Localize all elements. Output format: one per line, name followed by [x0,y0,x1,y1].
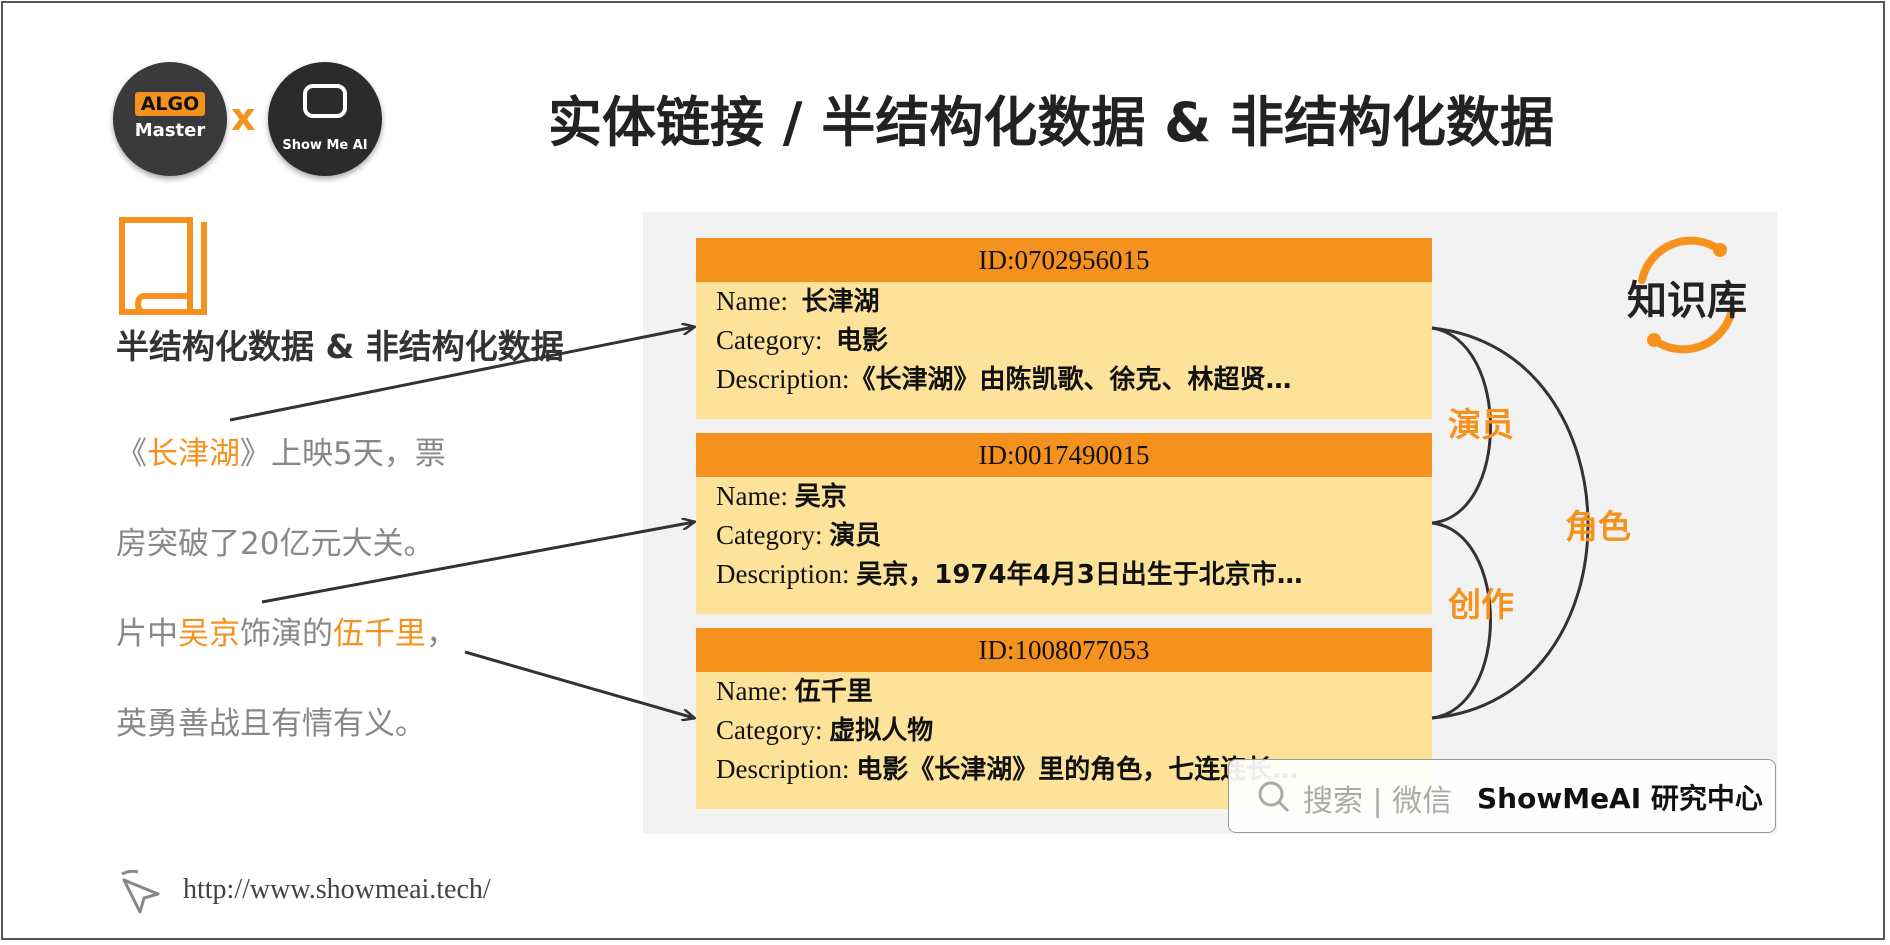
entity-category: 虚拟人物 [829,716,934,746]
entity-mention-wujing: 吴京 [178,616,240,652]
algomaster-logo: ALGO Master [113,62,227,176]
entity-name-row: Name: 长津湖 [696,282,1432,321]
entity-category-row: Category: 演员 [696,516,1432,555]
search-icon [1258,781,1290,813]
paragraph-line-4: 英勇善战且有情有义。 [116,706,426,742]
field-key: Description: [716,559,850,589]
cursor-icon [121,870,160,914]
algo-master-text: Master [134,120,206,141]
entity-name-row: Name: 吴京 [696,477,1432,516]
entity-category-row: Category: 虚拟人物 [696,711,1432,750]
text: 》上映5天，票 [240,436,446,472]
relation-label-creation: 创作 [1448,585,1514,624]
entity-description: 《长津湖》由陈凯歌、徐克、林超贤… [849,365,1292,395]
entity-category-row: Category: 电影 [696,321,1432,360]
relation-label-actor: 演员 [1448,405,1514,444]
showmeai-logo: Show Me AI [268,62,382,176]
entity-category: 电影 [835,326,888,356]
robot-face-icon [303,84,347,118]
entity-description: 吴京，1974年4月3日出生于北京市… [856,560,1303,590]
entity-mention-changjinhu: 长津湖 [147,436,240,472]
entity-card: ID:0017490015 Name: 吴京 Category: 演员 Desc… [696,433,1432,614]
search-watermark: 搜索 | 微信 ShowMeAI 研究中心 [1228,759,1776,833]
relation-label-role: 角色 [1565,507,1631,546]
page-title: 实体链接 / 半结构化数据 & 非结构化数据 [548,91,1555,154]
document-icon [119,217,207,315]
field-key: Category: [716,520,823,550]
entity-description: 电影《长津湖》里的角色，七连连长… [856,755,1299,785]
knowledge-base-label: 知识库 [1627,278,1747,324]
entity-name: 吴京 [794,482,847,512]
entity-id: ID:0017490015 [696,433,1432,477]
entity-id: ID:1008077053 [696,628,1432,672]
entity-name-row: Name: 伍千里 [696,672,1432,711]
showmeai-logo-text: Show Me AI [282,138,368,153]
search-brand: ShowMeAI 研究中心 [1477,782,1763,815]
field-key: Description: [716,364,850,394]
field-key: Name: [716,676,788,706]
paragraph-line-2: 房突破了20亿元大关。 [116,526,435,562]
field-key: Name: [716,481,788,511]
section-label: 半结构化数据 & 非结构化数据 [116,327,564,366]
field-key: Name: [716,286,788,316]
field-key: Category: [716,325,823,355]
entity-id: ID:0702956015 [696,238,1432,282]
knowledge-base-icon [1638,236,1736,354]
search-hint: 搜索 | 微信 [1303,784,1453,819]
entity-description-row: Description: 电影《长津湖》里的角色，七连连长… [696,750,1432,789]
paragraph-line-3: 片中吴京饰演的伍千里， [116,608,457,653]
text: 《 [116,436,147,472]
paragraph-line-1: 《长津湖》上映5天，票 [116,428,446,473]
algo-badge: ALGO [135,92,205,116]
logo-separator: x [231,95,256,139]
entity-description-row: Description: 吴京，1974年4月3日出生于北京市… [696,555,1432,594]
text: 片中 [116,616,178,652]
entity-card: ID:1008077053 Name: 伍千里 Category: 虚拟人物 D… [696,628,1432,809]
entity-description-row: Description:《长津湖》由陈凯歌、徐克、林超贤… [696,360,1432,399]
entity-mention-wuqianli: 伍千里 [333,616,426,652]
footer-url[interactable]: http://www.showmeai.tech/ [183,874,491,905]
entity-category: 演员 [829,521,882,551]
field-key: Category: [716,715,823,745]
entity-name: 伍千里 [794,677,873,707]
text: ， [426,616,457,652]
entity-card: ID:0702956015 Name: 长津湖 Category: 电影 Des… [696,238,1432,419]
field-key: Description: [716,754,850,784]
entity-name: 长津湖 [801,287,880,317]
text: 饰演的 [240,616,333,652]
